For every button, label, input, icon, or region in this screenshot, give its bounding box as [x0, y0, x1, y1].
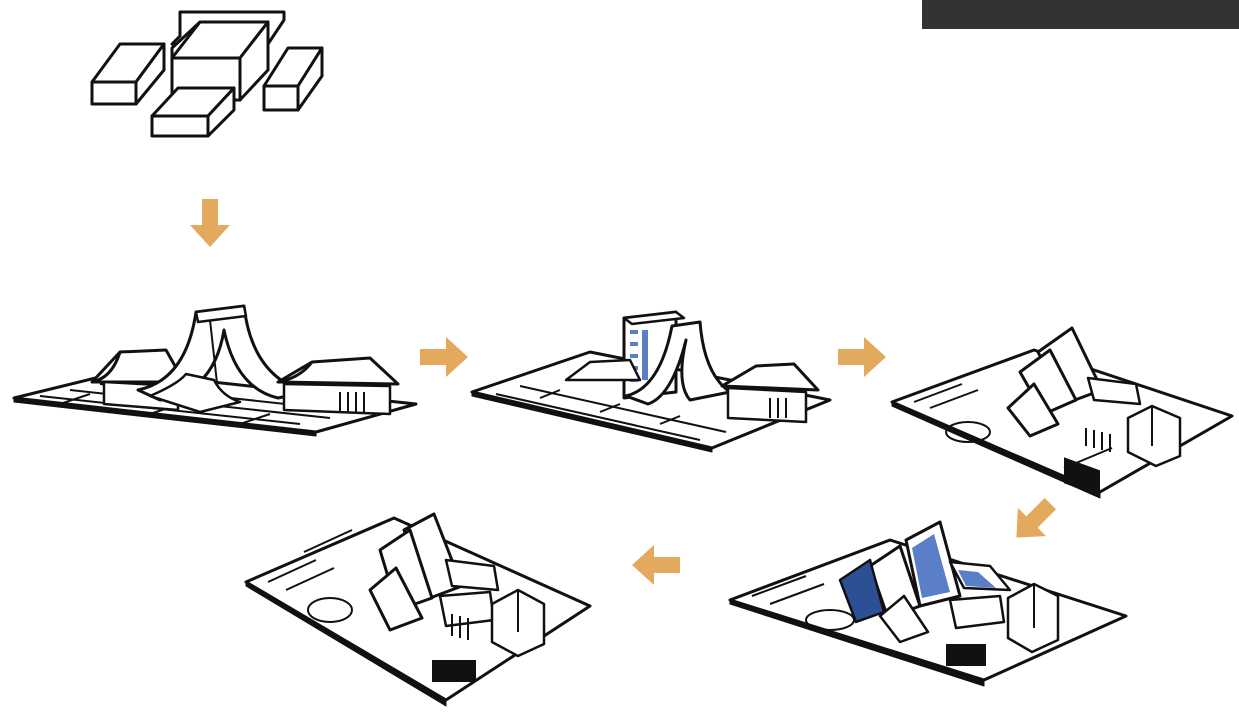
final-model	[246, 514, 590, 706]
flow-arrow-right-icon-2	[838, 337, 886, 377]
glazed-roof-model	[730, 522, 1126, 686]
traditional-roof-model	[14, 306, 416, 436]
flow-arrow-right-icon-1	[420, 337, 468, 377]
massing-blocks	[92, 12, 322, 136]
twisted-roof-model	[892, 328, 1232, 498]
corner-bar	[922, 0, 1239, 29]
flow-arrow-down-icon	[190, 199, 230, 247]
flow-arrow-left-icon	[632, 545, 680, 585]
tower-curved-roof-model	[472, 312, 830, 452]
flow-arrow-down-left-icon	[1002, 489, 1064, 551]
